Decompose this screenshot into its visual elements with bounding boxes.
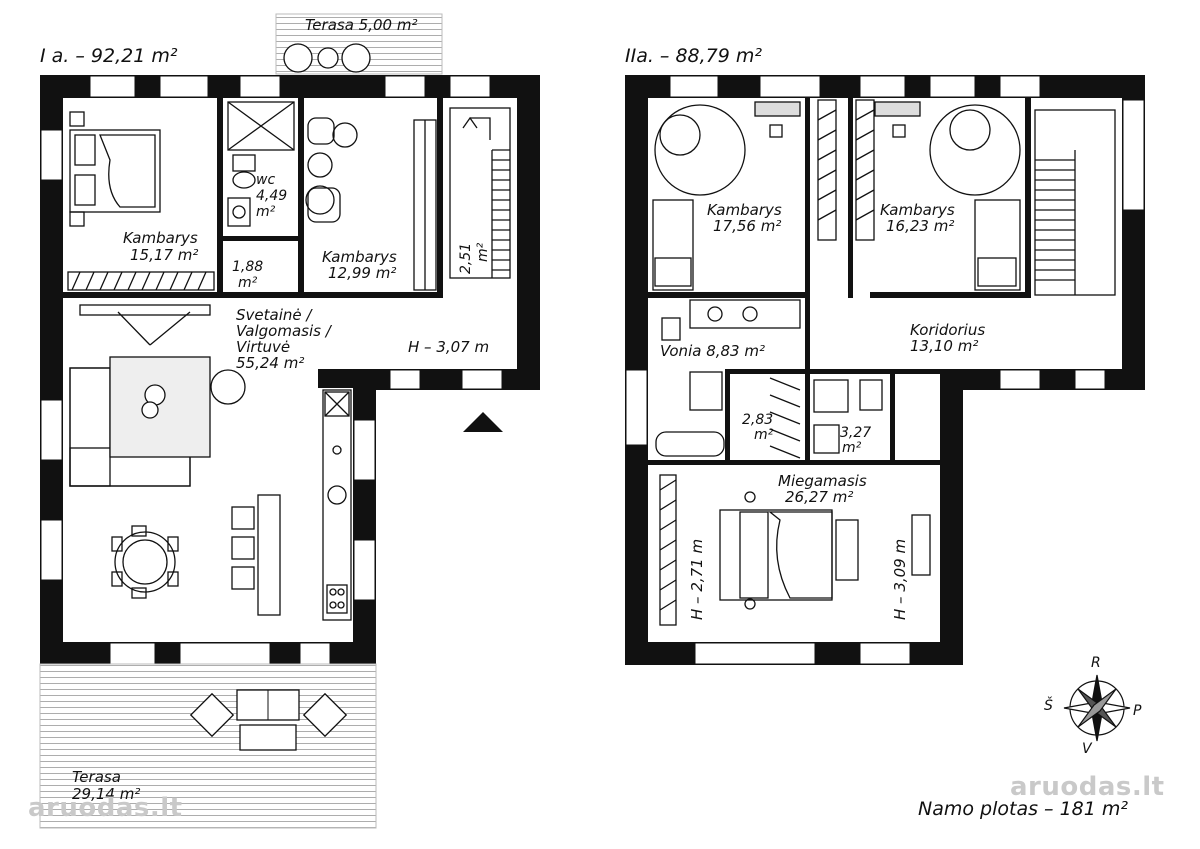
wc2-area: 3,27 [840,425,872,441]
room-wc-area: 4,49 [256,188,288,204]
living-label-2: Valgomasis / [236,322,331,340]
room-b-name: Kambarys [880,201,955,219]
compass-south: V [1082,741,1092,757]
corridor-name: Koridorius [910,321,986,339]
room-kambarys2-area: 12,99 m² [328,264,397,282]
room-wc-unit: m² [256,204,276,220]
height-right: H – 3,09 m [891,538,909,620]
bath-label: Vonia 8,83 m² [660,342,765,360]
floor2-title: IIa. – 88,79 m² [625,45,763,67]
closet2-area: 2,83 [742,412,774,428]
floor1-furniture [67,101,511,621]
compass-rose [1063,674,1131,742]
room-kambarys2-name: Kambarys [322,248,397,266]
room-bedroom1-area: 15,17 m² [130,246,199,264]
bedroom-main-name: Miegamasis [778,472,867,490]
stair-area: 2,51 [458,242,474,274]
floor2-walls [625,75,1145,665]
room-bedroom1-name: Kambarys [123,229,198,247]
compass-west: Š [1044,698,1053,714]
room-a-name: Kambarys [707,201,782,219]
stair-unit: m² [475,242,491,262]
closet1-unit: m² [238,275,258,291]
bottom-terrace-area: 29,14 m² [72,785,141,803]
room-wc-name: wc [256,172,276,188]
floor1-walls [40,75,540,665]
room-b-area: 16,23 m² [886,217,955,235]
watermark-left: aruodas.lt [28,793,183,823]
closet2-unit: m² [754,427,774,443]
watermark-right: aruodas.lt [1010,772,1165,802]
compass-north: R [1091,655,1101,671]
living-area: 55,24 m² [236,354,305,372]
floor1-height: H – 3,07 m [408,338,490,356]
total-area: Namo plotas – 181 m² [918,798,1128,820]
bottom-terrace-name: Terasa [72,768,121,786]
height-left: H – 2,71 m [688,538,706,620]
closet1-area: 1,88 [232,259,264,275]
floor2-furniture [652,99,1116,626]
living-label-3: Virtuvė [236,338,291,356]
bedroom-main-area: 26,27 m² [785,488,854,506]
top-terrace-label: Terasa 5,00 m² [305,16,418,34]
floor1-title: I a. – 92,21 m² [40,45,178,67]
room-a-area: 17,56 m² [713,217,782,235]
bottom-terrace [39,663,377,829]
corridor-area: 13,10 m² [910,337,979,355]
living-label-1: Svetainė / [236,306,312,324]
top-terrace [275,13,443,75]
compass-east: P [1133,703,1142,719]
wc2-unit: m² [842,440,862,456]
